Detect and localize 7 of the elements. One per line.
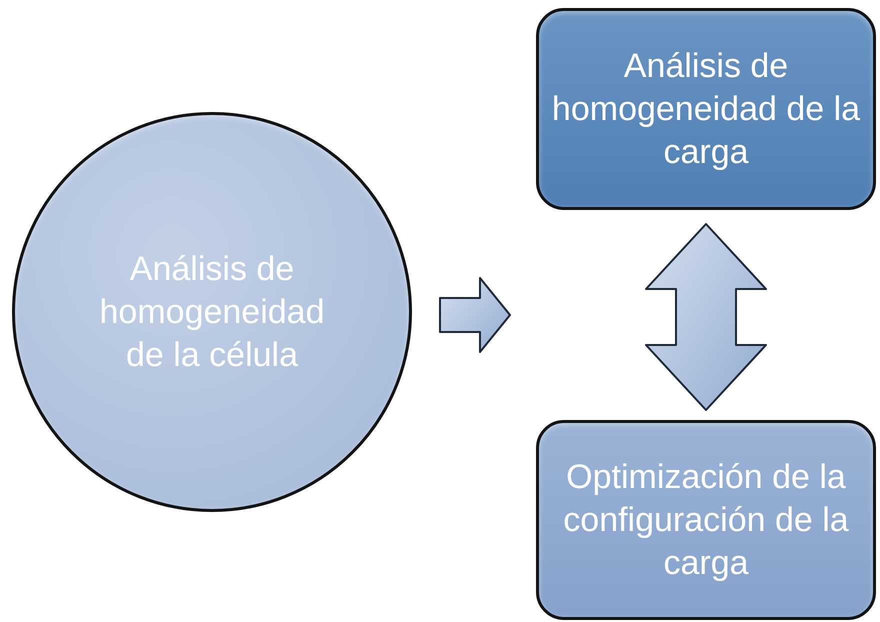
block-arrow <box>439 277 511 353</box>
node-label: Análisis de homogeneidad de la célula <box>98 248 326 376</box>
process-box <box>536 420 876 620</box>
node-label: Optimización de la configuración de la carga <box>562 456 850 584</box>
node-label: Análisis de homogeneidad de la carga <box>550 46 862 172</box>
process-box <box>536 8 876 210</box>
block-arrow <box>645 223 767 411</box>
